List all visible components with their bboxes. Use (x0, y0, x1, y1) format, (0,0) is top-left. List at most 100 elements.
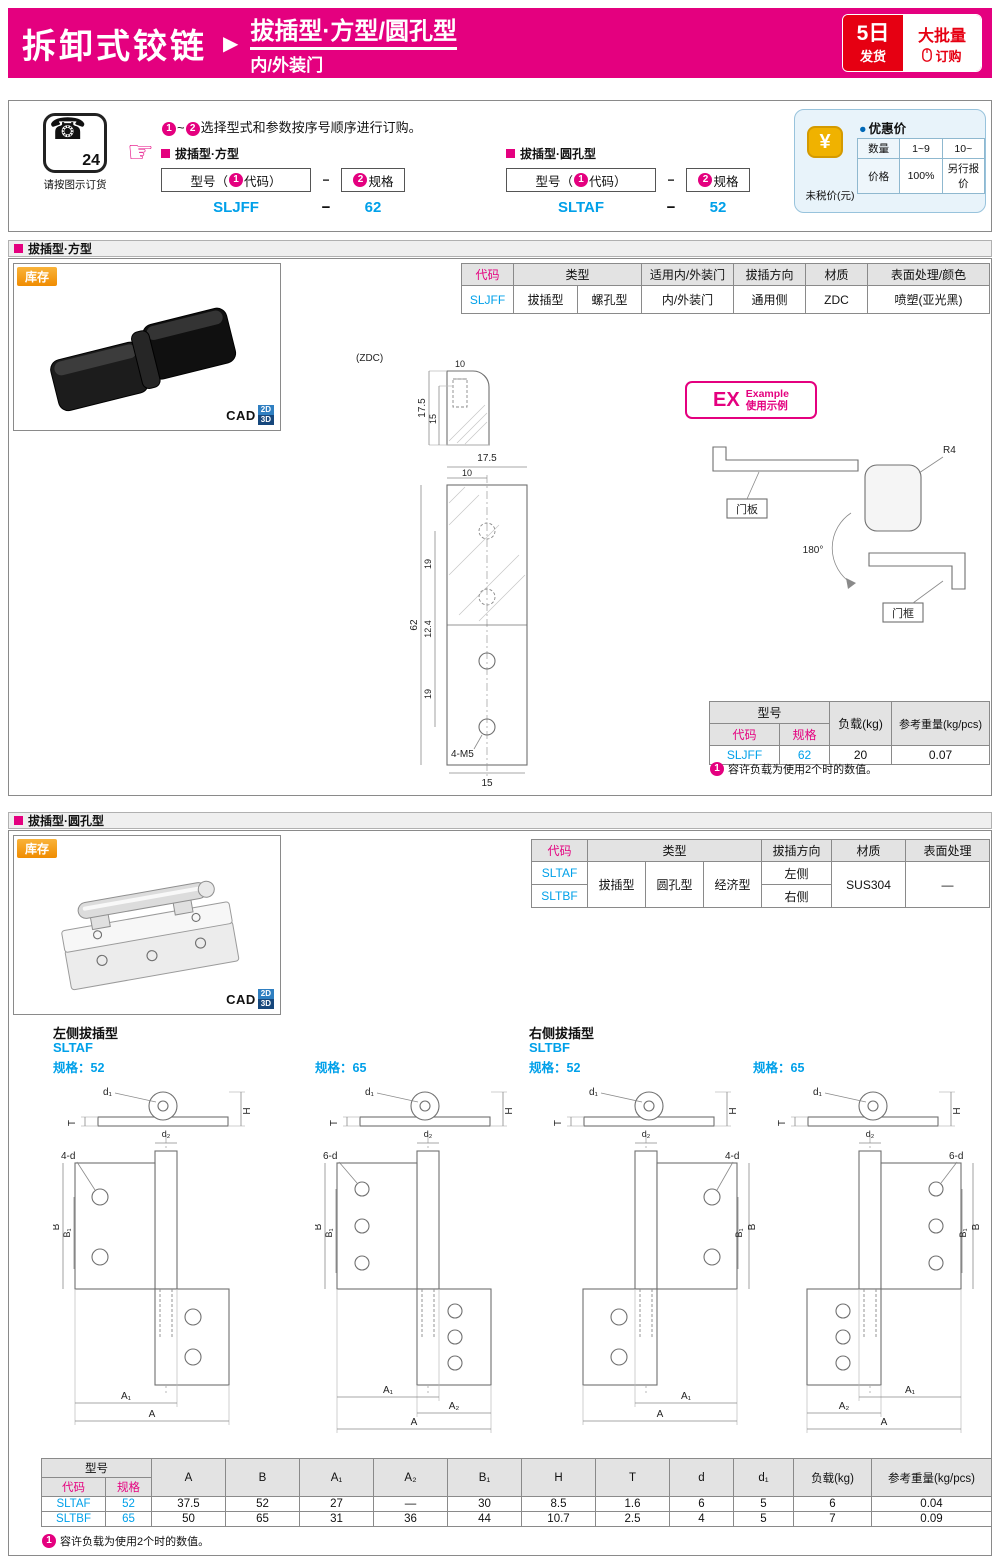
page-subtitle: 拔插型·方型/圆孔型 (250, 11, 458, 50)
section-marker (506, 149, 515, 158)
model-code[interactable]: SLJFF (213, 199, 259, 216)
svg-text:B₁: B₁ (324, 1228, 334, 1237)
svg-text:H: H (952, 1107, 963, 1114)
col-header: d (669, 1458, 734, 1497)
col-header: 类型 (512, 263, 643, 286)
svg-text:H: H (728, 1107, 739, 1114)
load-table-square: 型号 负载(kg) 参考重量(kg/pcs) 代码 规格 SLJFF 62 20… (708, 701, 991, 765)
table-row: 型号 负载(kg) 参考重量(kg/pcs) (708, 701, 991, 746)
table-row: SLTBF 65 50 65 31 36 44 10.7 2.5 4 5 7 0… (41, 1511, 992, 1527)
svg-text:B: B (53, 1223, 62, 1230)
svg-text:A: A (149, 1409, 156, 1420)
svg-text:T: T (777, 1120, 788, 1126)
cell: 拔插型 (513, 285, 578, 314)
svg-text:12.4: 12.4 (423, 620, 433, 638)
page-title: 拆卸式铰链 (22, 27, 207, 66)
spec-value: 52 (709, 199, 727, 216)
circle-number-1: 1 (162, 122, 176, 136)
model-code[interactable]: SLTAF (557, 199, 605, 216)
stock-badge: 库存 (17, 839, 58, 858)
col-header: A (151, 1458, 226, 1497)
col-header: 代码 (531, 839, 588, 862)
col-header: B₁ (447, 1458, 522, 1497)
svg-text:A: A (411, 1417, 418, 1428)
drawing-block-left-65: 规格：65 d₁ H T d₂ 6- (313, 1023, 555, 1452)
svg-text:d₁: d₁ (103, 1087, 113, 1098)
cell: 7 (793, 1511, 872, 1527)
col-header: 材质 (805, 263, 869, 286)
svg-text:A: A (657, 1409, 664, 1420)
phone-icon: ☎ 24 (43, 113, 107, 173)
col-header: H (521, 1458, 596, 1497)
table-row: 代码 类型 拔插方向 材质 表面处理 (531, 839, 991, 862)
cell: 螺孔型 (576, 285, 643, 314)
cell: 36 (373, 1511, 448, 1527)
col-header: 代码 (709, 723, 780, 746)
svg-text:4-M5: 4-M5 (451, 749, 474, 760)
cell: 经济型 (702, 861, 763, 908)
cell: 10.7 (521, 1511, 596, 1527)
col-header: 负载(kg) (829, 701, 893, 746)
col-header: 规格 (778, 723, 831, 746)
col-header: 规格 (105, 1477, 152, 1497)
svg-text:d₁: d₁ (813, 1087, 823, 1098)
cell: 20 (829, 745, 893, 765)
cell: 0.09 (871, 1511, 992, 1527)
table-row: 代码 规格 (41, 1477, 992, 1497)
cell: 50 (151, 1511, 226, 1527)
cell: 拔插型 (587, 861, 646, 908)
cell-code[interactable]: SLTAF (531, 861, 588, 885)
svg-text:d₂: d₂ (162, 1129, 171, 1139)
spec-table-square: 代码 类型 适用内/外装门 拔插方向 材质 表面处理/颜色 SLJFF 拔插型 … (461, 263, 991, 314)
col-header: A₁ (299, 1458, 374, 1497)
cell-code[interactable]: SLTBF (531, 884, 588, 908)
tax-note: 未税价(元) (805, 190, 855, 202)
svg-text:19: 19 (423, 689, 433, 699)
svg-text:A: A (881, 1417, 888, 1428)
phone-order-block: ☎ 24 请按图示订货 (25, 113, 125, 192)
cell-code[interactable]: SLJFF (461, 285, 514, 314)
cell: 27 (299, 1496, 374, 1512)
circle-number-2: 2 (185, 122, 200, 136)
svg-text:d₂: d₂ (424, 1129, 433, 1139)
cell-code[interactable]: SLTAF (41, 1496, 106, 1512)
order-mouse-icon (922, 48, 933, 62)
cell: 2.5 (595, 1511, 670, 1527)
ship-badge[interactable]: 5日 发货 (843, 15, 903, 71)
cell: 62 (778, 745, 831, 765)
bullet-icon: ● (859, 122, 867, 136)
svg-text:H: H (242, 1107, 253, 1114)
cell: 5 (733, 1511, 794, 1527)
col-header: T (595, 1458, 670, 1497)
note-number-icon: 1 (42, 1534, 56, 1548)
svg-text:B₁: B₁ (734, 1228, 744, 1237)
svg-text:6-d: 6-d (949, 1151, 963, 1162)
col-header: 型号 (708, 701, 831, 724)
cell: 圆孔型 (645, 861, 704, 908)
bulk-order-badge[interactable]: 大批量 订购 (903, 15, 981, 71)
cell: ZDC (805, 285, 869, 314)
cell-code[interactable]: SLTBF (41, 1511, 106, 1527)
svg-text:10: 10 (462, 468, 472, 478)
section-marker (14, 816, 23, 825)
black-hinge-image (50, 307, 237, 412)
col-header: d₁ (733, 1458, 794, 1497)
price-panel: ¥ 未税价(元) ●优惠价 数量 1~9 10~ 价格 100% 另行报价 (794, 109, 986, 213)
dimension-table: 型号 A B A₁ A₂ B₁ H T d d₁ 负载(kg) 参考重量(kg/… (41, 1458, 992, 1527)
svg-text:B₁: B₁ (958, 1228, 968, 1237)
cell-code[interactable]: SLJFF (709, 745, 780, 765)
hand-pointer-icon: ☞ (127, 136, 154, 169)
cell: — (373, 1496, 448, 1512)
svg-text:T: T (329, 1120, 340, 1126)
cell: 右侧 (761, 884, 833, 908)
svg-text:19: 19 (423, 559, 433, 569)
table-row: SLTAF 拔插型 圆孔型 经济型 左侧 SUS304 — (531, 861, 991, 908)
cell: 100% (899, 158, 943, 194)
svg-text:B: B (747, 1223, 758, 1230)
